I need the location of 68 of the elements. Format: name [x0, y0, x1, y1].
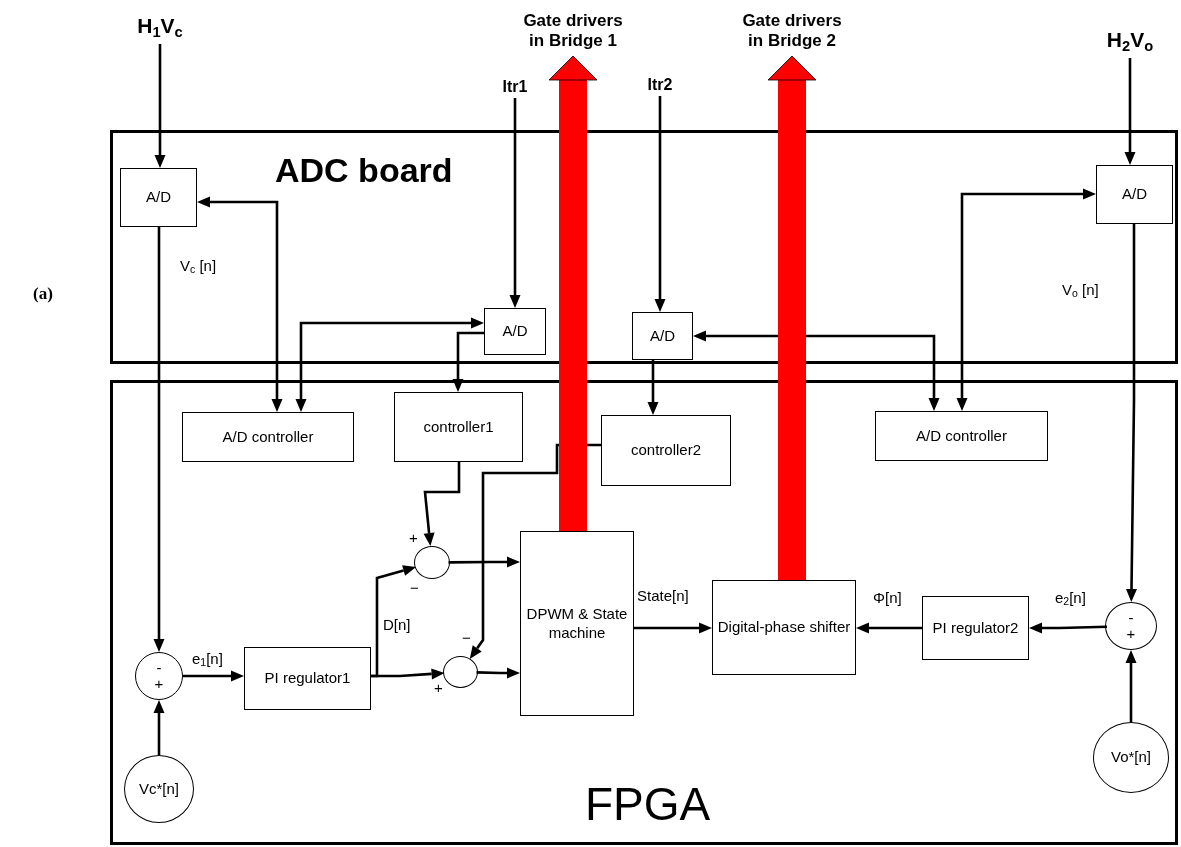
arrow [956, 188, 1096, 411]
wide-arrow [767, 55, 817, 580]
signal-label: Itr1 [493, 76, 537, 98]
arrow [452, 331, 484, 392]
edge-label: e$_{1}$[n] [192, 651, 223, 669]
arrow [856, 622, 922, 634]
arrow [469, 443, 601, 659]
signal-label: H$_{2}$V$_{o}$ [1095, 24, 1165, 58]
process-box: PI regulator1 [244, 647, 371, 710]
arrow [153, 700, 165, 755]
arrow [1124, 58, 1136, 165]
sign-label: + [1126, 626, 1136, 643]
sign-label: - [156, 659, 162, 676]
signal-label: H$_{1}$V$_{c}$ [125, 10, 195, 44]
reference-circle: Vc*[n] [124, 755, 194, 823]
arrow [693, 330, 940, 411]
arrow [183, 670, 244, 682]
process-box: A/D controller [182, 412, 354, 462]
summing-junction [414, 546, 450, 579]
process-box: Digital-phase shifter [712, 580, 856, 675]
edge-label: State[n] [637, 588, 689, 605]
board-frame [110, 380, 1178, 845]
arrow [197, 196, 283, 412]
edge-label: V$_{c}$ [n] [180, 258, 217, 276]
sign-label: + [409, 530, 418, 545]
signal-label: Gate drivers in Bridge 2 [733, 6, 851, 56]
arrow [476, 667, 520, 679]
arrow [371, 668, 445, 680]
panel-label: (a) [33, 285, 53, 302]
edge-label: Φ[n] [873, 590, 902, 607]
summing-junction [443, 656, 478, 688]
arrow [295, 317, 484, 412]
arrow [509, 98, 521, 308]
arrow [634, 622, 712, 634]
board-title: FPGA [585, 781, 711, 827]
arrow [1125, 650, 1137, 722]
sign-label: − [410, 580, 419, 595]
arrow [154, 44, 166, 168]
process-box: A/D controller [875, 411, 1048, 461]
arrow [654, 96, 666, 312]
sign-label: + [434, 680, 443, 695]
process-box: A/D [120, 168, 197, 227]
arrow [647, 360, 659, 415]
edge-label: e$_{2}$[n] [1055, 590, 1086, 608]
board-frame [110, 130, 1178, 364]
arrow [423, 462, 461, 547]
summing-junction [1105, 602, 1157, 650]
arrow [153, 227, 165, 652]
process-box: controller2 [601, 415, 731, 486]
sign-label: − [462, 630, 471, 645]
edge-label: V$_{o}$ [n] [1062, 282, 1099, 300]
signal-label: Gate drivers in Bridge 1 [514, 6, 632, 56]
process-box: A/D [1096, 165, 1173, 224]
board-title: ADC board [275, 153, 453, 187]
sign-label: + [154, 676, 164, 693]
arrow [1029, 622, 1108, 634]
arrow [448, 556, 520, 568]
arrow [1126, 224, 1137, 602]
process-box: A/D [632, 312, 693, 360]
sign-label: - [1128, 609, 1134, 626]
process-box: controller1 [394, 392, 523, 462]
process-box: PI regulator2 [922, 596, 1029, 660]
process-box: DPWM & State machine [520, 531, 634, 716]
summing-junction [135, 652, 183, 700]
signal-label: Itr2 [638, 74, 682, 96]
process-box: A/D [484, 308, 546, 355]
reference-circle: Vo*[n] [1093, 722, 1169, 793]
edge-label: D[n] [383, 617, 411, 634]
